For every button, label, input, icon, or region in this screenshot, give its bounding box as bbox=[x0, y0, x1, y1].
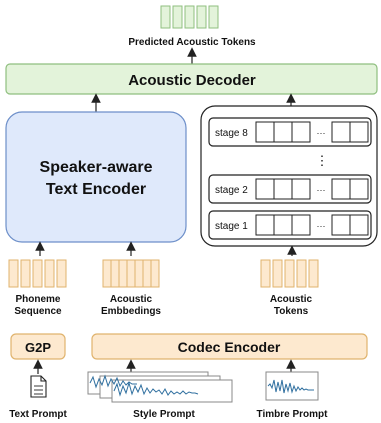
stage-2-ellipsis: ··· bbox=[317, 185, 326, 195]
text-prompt-label: Text Prompt bbox=[9, 409, 67, 420]
predicted-tokens bbox=[160, 5, 219, 29]
style-prompt-label: Style Prompt bbox=[133, 409, 195, 420]
predicted-label: Predicted Acoustic Tokens bbox=[128, 37, 256, 48]
stage-1-ellipsis: ··· bbox=[317, 221, 326, 231]
acoustic-tokens-line2: Tokens bbox=[274, 306, 309, 317]
vertical-ellipsis: ⋮ bbox=[316, 153, 329, 168]
acoustic-decoder-box bbox=[5, 63, 378, 95]
acoustic-emb-line1: Acoustic bbox=[110, 294, 153, 305]
text-encoder-line1: Speaker-aware bbox=[40, 159, 153, 176]
timbre-prompt-label: Timbre Prompt bbox=[257, 409, 329, 420]
stage-8-row: stage 8 ··· bbox=[208, 117, 372, 147]
acoustic-tokens bbox=[260, 259, 319, 288]
acoustic-emb-line2: Embbedings bbox=[101, 306, 161, 317]
stage-1-label: stage 1 bbox=[215, 221, 248, 232]
text-encoder-box bbox=[5, 111, 187, 243]
timbre-waveform-icon bbox=[265, 371, 319, 401]
stage-1-row: stage 1 ··· bbox=[208, 210, 372, 240]
stage-8-ellipsis: ··· bbox=[317, 128, 326, 138]
codec-encoder-box bbox=[91, 333, 368, 360]
phoneme-tokens bbox=[8, 259, 67, 288]
g2p-box bbox=[10, 333, 66, 360]
acoustic-embeddings bbox=[102, 259, 160, 288]
stage-8-label: stage 8 bbox=[215, 128, 248, 139]
acoustic-tokens-line1: Acoustic bbox=[270, 294, 313, 305]
text-encoder-line2: Text Encoder bbox=[46, 181, 146, 198]
g2p-label: G2P bbox=[25, 340, 51, 355]
stage-2-label: stage 2 bbox=[215, 185, 248, 196]
stage-2-row: stage 2 ··· bbox=[208, 174, 372, 204]
style-waveform-icon bbox=[87, 371, 233, 403]
document-icon bbox=[30, 375, 47, 398]
phoneme-label-line1: Phoneme bbox=[15, 294, 60, 305]
phoneme-label-line2: Sequence bbox=[14, 306, 62, 317]
acoustic-decoder-label: Acoustic Decoder bbox=[128, 72, 256, 89]
codec-encoder-label: Codec Encoder bbox=[178, 339, 281, 355]
